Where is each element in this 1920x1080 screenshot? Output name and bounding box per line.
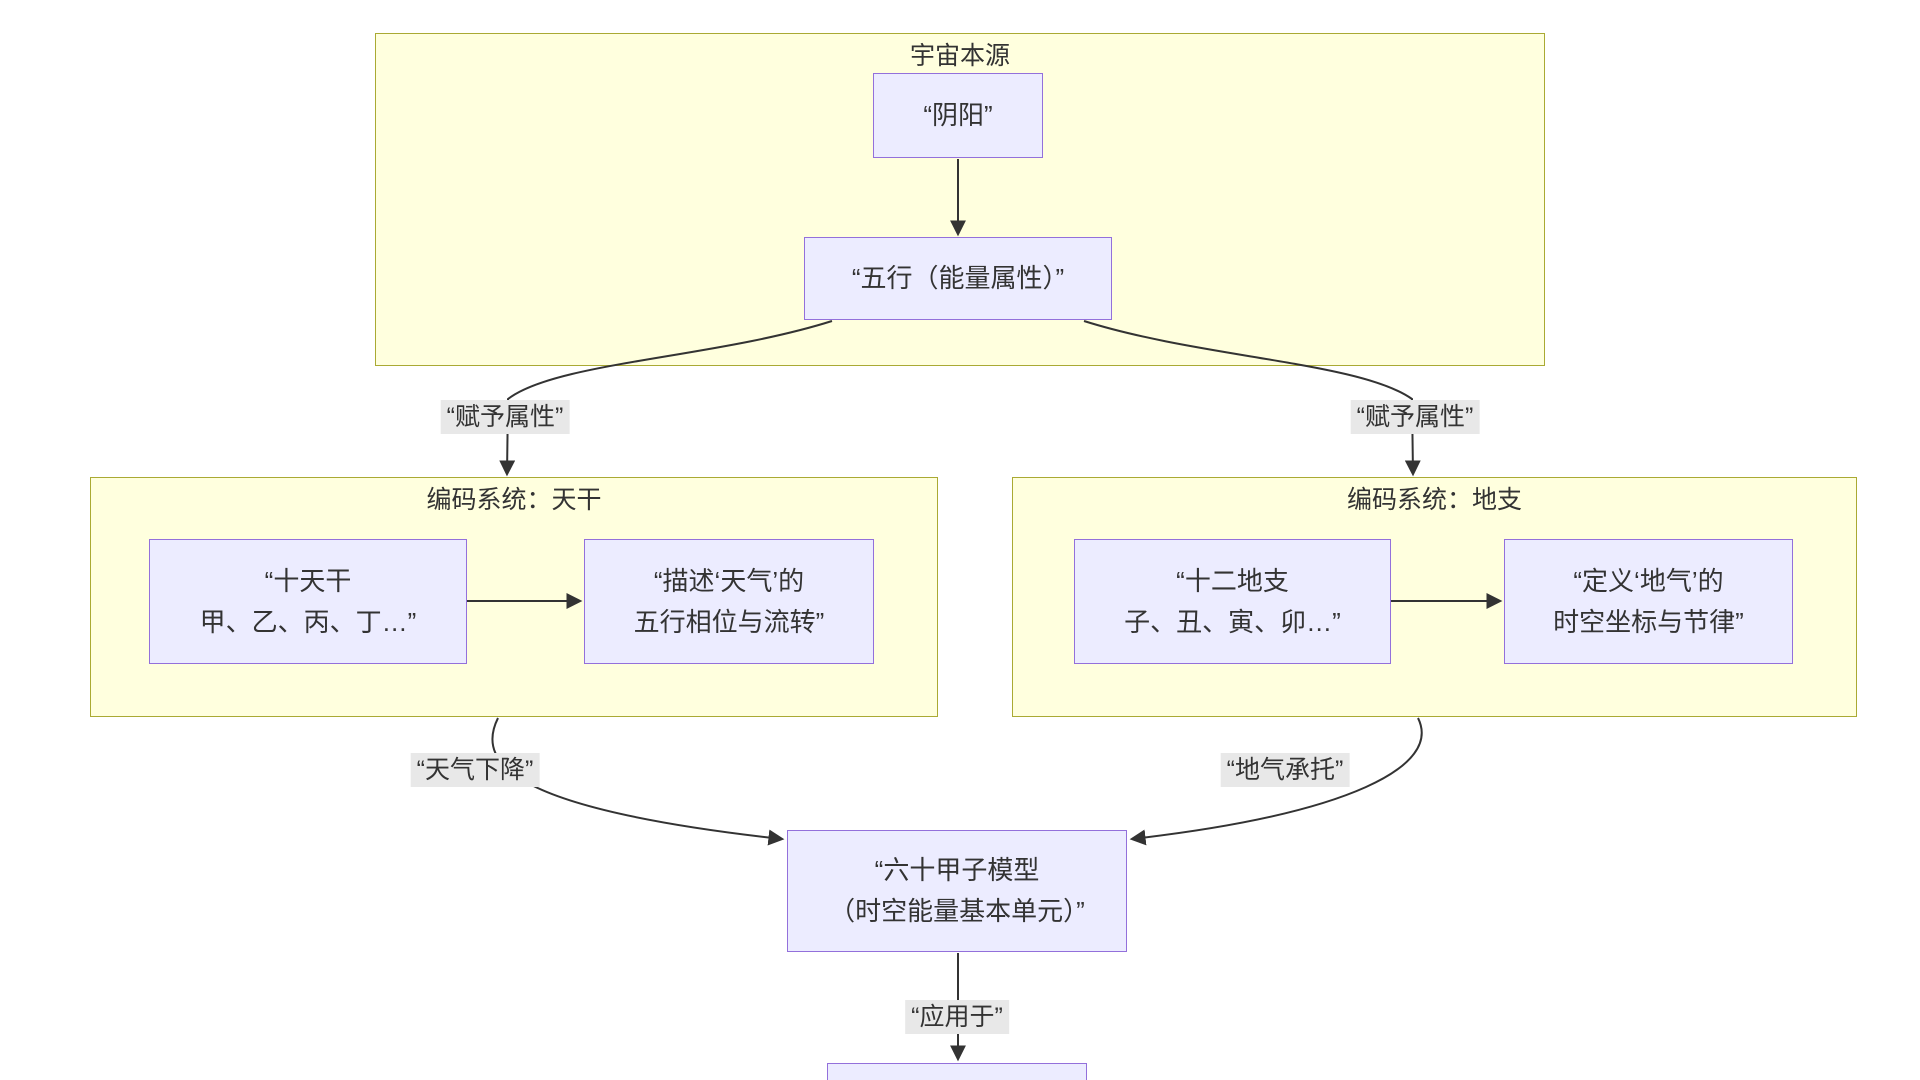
- node-dizhi: “十二地支 子、丑、寅、卯…”: [1074, 539, 1391, 664]
- node-jiazi-line2: （时空能量基本单元）”: [829, 896, 1085, 926]
- node-jiazi-line1: “六十甲子模型: [874, 855, 1040, 885]
- edge-label-apply: “应用于”: [905, 1000, 1009, 1034]
- edge-label-diqi-support: “地气承托”: [1220, 753, 1350, 787]
- node-yinyang: “阴阳”: [873, 73, 1043, 158]
- node-yinyang-label: “阴阳”: [923, 100, 993, 130]
- node-tiangan-line1: “十天干: [264, 565, 352, 596]
- edge-label-fuyu-right: “赋予属性”: [1350, 400, 1480, 434]
- node-dizhi-line1: “十二地支: [1176, 565, 1289, 596]
- node-diqi-desc: “定义‘地气’的 时空坐标与节律”: [1504, 539, 1793, 664]
- node-tianqi-desc: “描述‘天气’的 五行相位与流转”: [584, 539, 874, 664]
- node-wuxing-label: “五行（能量属性）”: [851, 263, 1065, 293]
- cluster-dizhi-system-title: 编码系统：地支: [1346, 486, 1522, 514]
- node-application-partial: [827, 1063, 1087, 1080]
- node-jiazi: “六十甲子模型 （时空能量基本单元）”: [787, 830, 1127, 952]
- node-diqi-desc-line1: “定义‘地气’的: [1573, 565, 1724, 596]
- node-diqi-desc-line2: 时空坐标与节律”: [1553, 606, 1744, 637]
- edge-label-fuyu-left: “赋予属性”: [440, 400, 570, 434]
- node-tiangan: “十天干 甲、乙、丙、丁…”: [149, 539, 467, 664]
- edge-label-tianqi-down: “天气下降”: [410, 753, 540, 787]
- edge-dizhi-cluster-to-jiazi: [1129, 717, 1423, 846]
- node-tianqi-desc-line2: 五行相位与流转”: [633, 606, 825, 637]
- node-wuxing: “五行（能量属性）”: [804, 237, 1112, 320]
- cluster-tiangan-system-title: 编码系统：天干: [426, 486, 602, 514]
- cluster-universe-title: 宇宙本源: [909, 42, 1010, 70]
- node-dizhi-line2: 子、丑、寅、卯…”: [1124, 606, 1341, 637]
- node-tiangan-line2: 甲、乙、丙、丁…”: [199, 606, 417, 637]
- edge-wuxing-to-dizhi-cluster: [1083, 320, 1421, 477]
- node-tianqi-desc-line1: “描述‘天气’的: [653, 565, 805, 596]
- edge-wuxing-to-tiangan-cluster: [499, 320, 833, 477]
